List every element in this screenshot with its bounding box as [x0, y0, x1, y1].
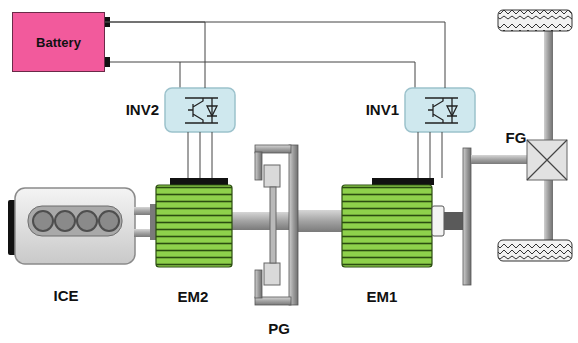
part-label: FG	[506, 130, 527, 147]
motor-winding	[342, 185, 432, 267]
part-label: INV2	[126, 102, 159, 119]
inverter: INV2	[165, 88, 235, 132]
motor-illustration	[150, 178, 232, 267]
motor: EM1	[340, 178, 434, 267]
motor: EM2	[150, 178, 232, 267]
inverter-box	[405, 88, 475, 132]
battery-box: Battery	[12, 12, 105, 72]
motor-illustration	[342, 178, 464, 267]
part-label: ICE	[53, 288, 78, 305]
inverter-box	[165, 88, 235, 132]
carrier	[270, 187, 276, 263]
dc-wire	[110, 62, 415, 88]
motor-terminal-box	[372, 178, 434, 185]
engine-block	[15, 188, 135, 264]
engine-illustration	[8, 188, 152, 264]
part-label: INV1	[366, 102, 399, 119]
igbt-symbol	[185, 98, 218, 123]
input-shaft	[230, 212, 290, 230]
motor-winding	[156, 185, 232, 267]
planet-gear	[264, 263, 280, 285]
axle	[544, 31, 553, 240]
wire	[105, 22, 445, 88]
inverter: INV1	[405, 88, 475, 132]
wheel	[498, 240, 572, 261]
cylinder	[33, 211, 119, 231]
motor-shaft	[444, 212, 464, 230]
planetary-gear: PG	[253, 143, 300, 307]
planetary-gear	[255, 145, 298, 305]
wire	[200, 132, 201, 178]
differential	[527, 140, 567, 180]
planet-gear	[264, 165, 280, 187]
inverter-housing	[405, 88, 475, 132]
pinion-shaft	[471, 155, 527, 164]
final-gear: FG	[460, 146, 474, 286]
motor-terminal-box	[170, 178, 228, 185]
part-label: PG	[268, 321, 290, 338]
differential-mark	[527, 140, 567, 180]
final-gear	[463, 10, 572, 285]
wheel	[498, 10, 572, 31]
box-label: Battery	[36, 35, 81, 50]
ring-gear-lip	[255, 270, 262, 298]
motor-flange	[150, 204, 156, 240]
part-label: EM1	[367, 289, 398, 306]
engine-shaft	[134, 207, 152, 215]
motor-end-cap	[432, 206, 444, 236]
engine: ICE	[8, 188, 135, 264]
ring-gear-plate	[289, 145, 298, 305]
ring-gear-lip	[255, 152, 262, 180]
igbt-symbol	[425, 98, 458, 123]
output-shaft	[296, 210, 342, 232]
inverter-housing	[165, 88, 235, 132]
final-gear-wheel	[463, 148, 471, 285]
engine-shaft	[134, 229, 152, 237]
part-label: EM2	[178, 289, 209, 306]
wire	[430, 132, 431, 178]
phase-wire	[188, 132, 442, 178]
wire	[105, 22, 205, 88]
engine-head	[28, 206, 122, 236]
